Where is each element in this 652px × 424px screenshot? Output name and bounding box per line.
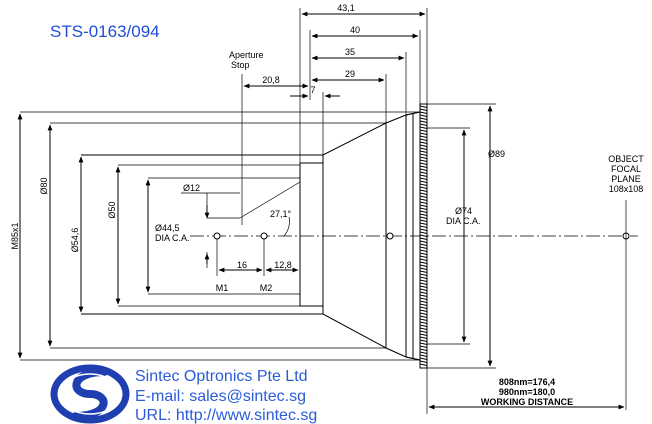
inner-bore xyxy=(118,164,301,307)
dia-ca-2-label: DIA C.A. xyxy=(446,216,481,226)
wd-808nm: 808nm=176,4 xyxy=(499,377,555,387)
dim-40: 40 xyxy=(350,25,360,35)
angle-label: 27,1° xyxy=(270,209,292,219)
ofp-label-2: FOCAL xyxy=(611,164,641,174)
m1-label: M1 xyxy=(216,283,229,293)
dim-43-1: 43,1 xyxy=(337,3,355,13)
dia-12-label: Ø12 xyxy=(183,183,200,193)
wd-label: WORKING DISTANCE xyxy=(481,397,573,407)
dia-44-5-label: Ø44,5 xyxy=(155,223,180,233)
dia-74-label: Ø74 xyxy=(455,206,472,216)
wd-980nm: 980nm=180,0 xyxy=(499,387,555,397)
bottom-dimensions: 16 12,8 M1 M2 xyxy=(216,239,324,293)
company-url: URL: http://www.sintec.sg xyxy=(135,407,317,424)
dia-50-label: Ø50 xyxy=(107,201,117,218)
thread-label: M85x1 xyxy=(10,222,20,249)
top-dimensions: 43,1 40 35 29 20,8 7 xyxy=(243,3,428,163)
company-logo xyxy=(50,364,130,424)
dia-89-label: Ø89 xyxy=(488,149,505,159)
dim-16: 16 xyxy=(237,260,247,270)
aperture-stop-label-2: Stop xyxy=(231,60,250,70)
dim-35: 35 xyxy=(345,47,355,57)
dim-20-8: 20,8 xyxy=(262,75,280,85)
company-email: E-mail: sales@sintec.sg xyxy=(135,388,306,405)
knurled-ring xyxy=(419,103,428,369)
dia-ca-label: DIA C.A. xyxy=(155,233,190,243)
dim-29: 29 xyxy=(345,69,355,79)
axis-points xyxy=(213,232,630,240)
ofp-label-4: 108x108 xyxy=(609,184,644,194)
ofp-label-3: PLANE xyxy=(611,174,641,184)
aperture-stop-label-1: Aperture xyxy=(229,50,264,60)
drawing-title: STS-0163/094 xyxy=(50,22,160,41)
dim-7: 7 xyxy=(310,85,315,95)
m2-label: M2 xyxy=(260,283,273,293)
dia-54-6-label: Ø54,6 xyxy=(70,228,80,253)
company-name: Sintec Optronics Pte Ltd xyxy=(135,368,308,385)
ofp-label-1: OBJECT xyxy=(608,154,644,164)
dia-80-label: Ø80 xyxy=(39,177,49,194)
dim-12-8: 12,8 xyxy=(274,260,292,270)
